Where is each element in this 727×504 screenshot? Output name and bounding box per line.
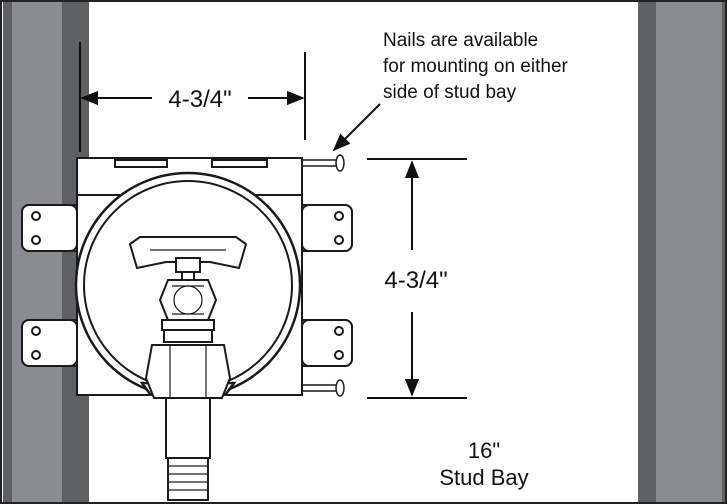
bracket-tabs	[21, 204, 353, 367]
nails-note-line-2: for mounting on either	[383, 56, 569, 77]
nails-note-line-1: Nails are available	[383, 30, 538, 51]
stud-bay-size-label: 16"	[468, 438, 500, 463]
valve-assembly	[128, 236, 248, 501]
height-dimension	[367, 158, 467, 399]
stud-bay-label: Stud Bay	[439, 465, 528, 490]
width-dimension	[79, 42, 306, 152]
callout-arrow	[332, 103, 381, 152]
top-nail	[301, 154, 345, 172]
bottom-nail	[301, 379, 345, 397]
nails-note: Nails are available for mounting on eith…	[383, 30, 569, 103]
height-dimension-label: 4-3/4"	[384, 267, 447, 294]
width-dimension-label: 4-3/4"	[168, 86, 231, 113]
right-stud	[638, 2, 725, 502]
nails-note-line-3: side of stud bay	[383, 82, 517, 103]
